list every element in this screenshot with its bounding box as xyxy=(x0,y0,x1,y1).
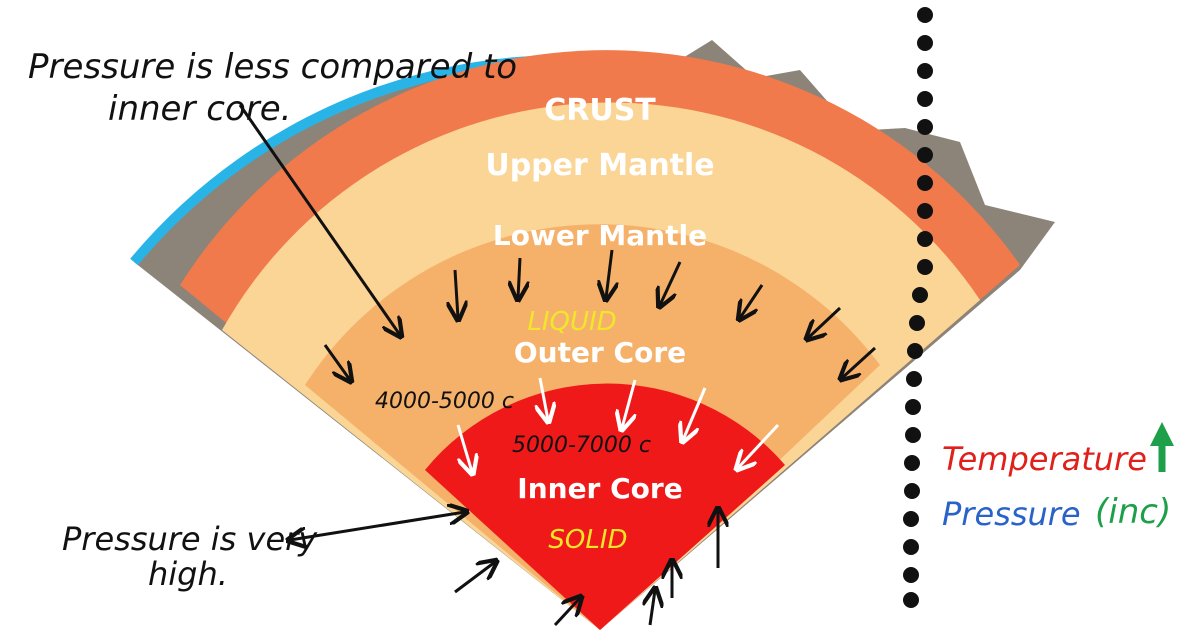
inner-core-temperature: 5000-7000 c xyxy=(512,433,651,458)
inner-core-label: Inner Core xyxy=(517,472,682,505)
arrow-icon xyxy=(518,257,520,298)
arrow-icon xyxy=(740,284,764,318)
bottom-note-line1: Pressure is very xyxy=(62,520,318,558)
upper-mantle-label: Upper Mantle xyxy=(485,148,714,183)
arrow-icon xyxy=(540,377,548,420)
lower-mantle-label: Lower Mantle xyxy=(493,219,707,252)
earth-wedge xyxy=(130,40,1055,630)
dotted-divider xyxy=(903,7,933,608)
arrow-icon xyxy=(808,306,842,338)
pressure-label: Pressure xyxy=(942,495,1081,533)
arrow-icon xyxy=(553,598,580,627)
outer-core-label: Outer Core xyxy=(514,336,686,369)
increase-label: (inc) xyxy=(1095,492,1171,532)
arrow-icon xyxy=(683,387,707,440)
arrow-icon xyxy=(290,512,465,540)
outer-core-temperature: 4000-5000 c xyxy=(375,389,514,414)
increase-arrow-icon xyxy=(1150,422,1174,472)
crust-label: CRUST xyxy=(544,93,656,128)
bottom-note-line2: high. xyxy=(148,555,228,593)
pressure-arrows-white xyxy=(456,377,780,472)
arrow-icon xyxy=(456,424,472,472)
arrow-icon xyxy=(650,590,655,626)
arrow-icon xyxy=(622,379,635,428)
arrow-icon xyxy=(660,261,682,305)
pressure-arrows-black xyxy=(238,104,877,627)
solid-state-label: SOLID xyxy=(548,525,627,555)
top-note-line2: inner core. xyxy=(108,89,291,129)
arrow-icon xyxy=(454,562,495,594)
top-note-line1: Pressure is less compared to xyxy=(28,47,517,87)
temperature-label: Temperature xyxy=(942,440,1147,478)
arrow-icon xyxy=(238,104,400,335)
liquid-state-label: LIQUID xyxy=(527,307,616,337)
arrow-icon xyxy=(738,423,780,468)
arrow-icon xyxy=(606,249,612,298)
arrow-icon xyxy=(455,269,458,318)
arrow-icon xyxy=(323,344,350,380)
arrow-icon xyxy=(842,346,877,378)
